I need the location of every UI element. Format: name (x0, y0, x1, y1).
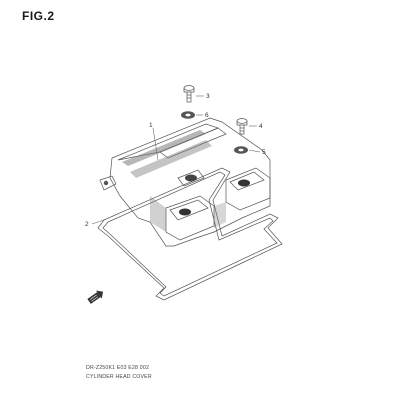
cover-gasket (97, 167, 283, 301)
diagram-caption: CYLINDER HEAD COVER (86, 374, 152, 380)
leader-lines (91, 95, 261, 225)
diagram-code: DR-Z250K1 E03 E28 002 (86, 365, 150, 371)
callout-4: 4 (259, 123, 263, 130)
callout-3: 3 (206, 93, 210, 100)
front-arrow-icon (87, 290, 104, 304)
callout-2: 2 (85, 221, 89, 228)
washer-part-6 (181, 111, 195, 119)
cylinder-head-cover (99, 117, 271, 247)
bolt-part-4 (236, 118, 248, 135)
callout-5: 5 (262, 149, 266, 156)
bolt-part-3 (183, 85, 195, 103)
callout-1: 1 (149, 122, 153, 129)
callout-6: 6 (205, 112, 209, 119)
washer-part-5 (234, 146, 248, 154)
figure-title: FIG.2 (22, 9, 55, 23)
